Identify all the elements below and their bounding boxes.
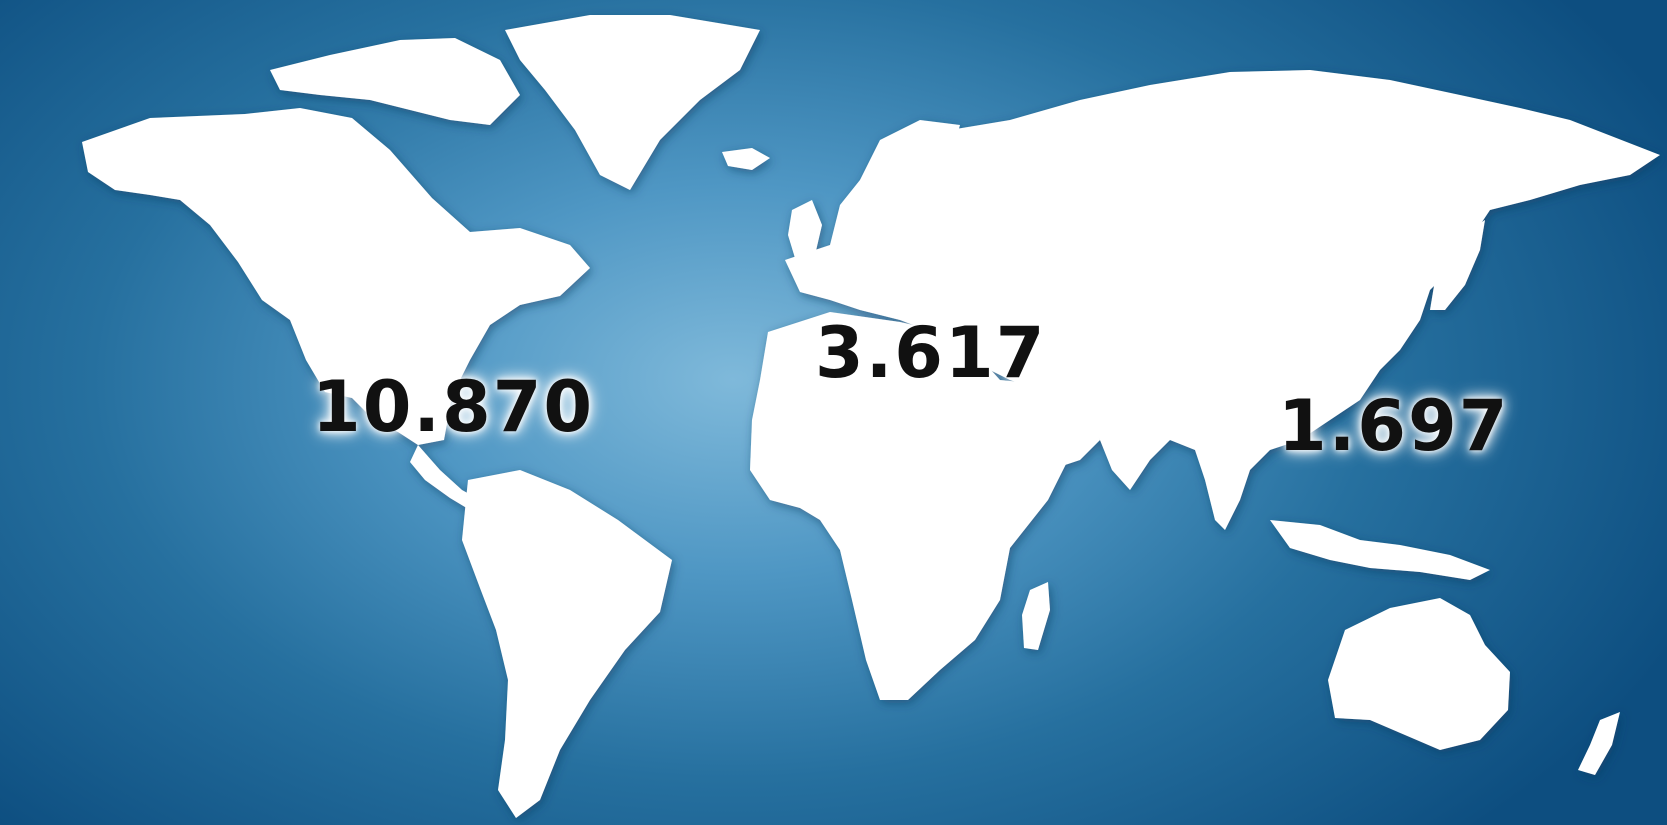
apac-value-label: 1.697 bbox=[1278, 385, 1510, 467]
australia-landmass bbox=[1328, 598, 1510, 750]
arctic-islands-landmass bbox=[270, 38, 520, 125]
americas-value-label: 10.870 bbox=[312, 366, 595, 448]
scandinavia-landmass bbox=[860, 120, 960, 215]
arabian-peninsula-landmass bbox=[1000, 380, 1100, 470]
africa-landmass bbox=[750, 312, 1068, 700]
madagascar-landmass bbox=[1022, 582, 1050, 650]
north-america-landmass bbox=[82, 108, 590, 445]
japan-landmass bbox=[1430, 220, 1485, 310]
iceland-landmass bbox=[722, 148, 770, 170]
emea-value-label: 3.617 bbox=[815, 312, 1047, 394]
eurasia-landmass bbox=[785, 70, 1660, 530]
british-isles-landmass bbox=[788, 200, 822, 258]
maritime-southeast-asia-landmass bbox=[1270, 520, 1490, 580]
central-america-landmass bbox=[410, 445, 480, 510]
new-zealand-landmass bbox=[1578, 712, 1620, 775]
greenland-landmass bbox=[505, 15, 760, 190]
south-america-landmass bbox=[462, 470, 672, 818]
